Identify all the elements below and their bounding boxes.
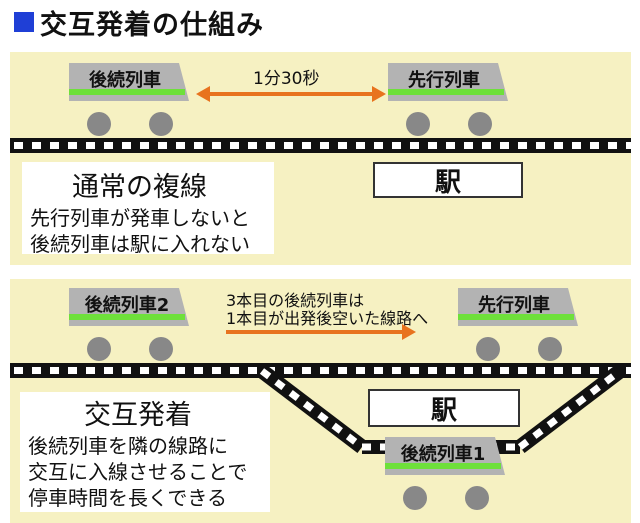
routing-arrow [226, 324, 416, 340]
rear-train: 後続列車 [69, 63, 191, 136]
headway-arrow [196, 86, 386, 102]
title-text: 交互発着の仕組み [40, 9, 264, 41]
description-heading-2: 交互発着 [84, 400, 192, 431]
main-track-1 [10, 138, 631, 153]
description-box-2 [20, 392, 270, 512]
rear-train-label: 後続列車 [89, 70, 161, 91]
description-line: 交互に入線させることで [28, 460, 248, 484]
description-line: 先行列車が発車しないと [30, 206, 250, 230]
description-box-1 [22, 162, 274, 254]
page-title: 交互発着の仕組み [14, 4, 264, 41]
description-line: 停車時間を長くできる [28, 486, 227, 510]
lead-train-2-label: 先行列車 [478, 295, 550, 316]
rear-train-1: 後続列車1 [385, 437, 507, 510]
rear-train-1-label: 後続列車1 [400, 444, 486, 465]
title-square-icon [14, 12, 34, 32]
rear-train-2: 後続列車2 [69, 288, 191, 361]
routing-note-line: 3本目の後続列車は [226, 291, 365, 310]
lead-train: 先行列車 [388, 63, 510, 136]
description-line: 後続列車を隣の線路に [28, 434, 228, 458]
lead-train-label: 先行列車 [408, 70, 480, 91]
headway-label: 1分30秒 [253, 69, 320, 89]
description-line: 後続列車は駅に入れない [30, 232, 250, 256]
station-box-1: 駅 [373, 162, 523, 198]
description-heading-1: 通常の複線 [72, 172, 207, 203]
station-box-2: 駅 [368, 389, 520, 427]
rear-train-2-label: 後続列車2 [84, 295, 170, 316]
lead-train-2: 先行列車 [458, 288, 580, 361]
routing-note-line: 1本目が出発後空いた線路へ [226, 309, 429, 328]
